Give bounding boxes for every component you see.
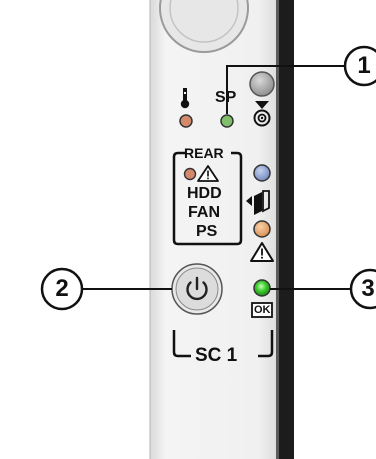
sp-led [220,114,234,128]
sc-bracket [172,330,274,358]
callout-1-circle [343,45,376,87]
sc-label: SC 1 [195,345,238,366]
ok-led [253,279,271,297]
temp-led [179,114,193,128]
callout-1-number: 1 [357,52,371,79]
removal-led [253,164,271,182]
callout-2-circle [40,267,84,311]
callout-3-number: 3 [361,277,375,301]
rear-bracket [172,151,243,246]
rear-warning-icon [197,165,219,182]
callout-3-circle [349,268,376,310]
fault-led [253,220,271,238]
locator-icon [253,101,271,127]
fan-label: FAN [188,204,220,221]
ps-label: PS [196,223,218,240]
rear-led [183,167,197,181]
removal-icon [246,190,270,215]
ok-label: OK [254,304,271,316]
top-knob [159,0,249,53]
panel-right-edge [278,0,294,459]
fault-warning-icon [250,242,274,262]
sp-label: SP [215,89,237,106]
ok-box [251,302,273,318]
hdd-label: HDD [187,185,222,202]
callout-1-leader [226,65,345,114]
thermometer-icon [180,88,190,109]
locator-button[interactable] [249,71,275,97]
rear-label: REAR [184,145,224,161]
power-icon [186,276,208,301]
callout-2-number: 2 [55,275,69,302]
